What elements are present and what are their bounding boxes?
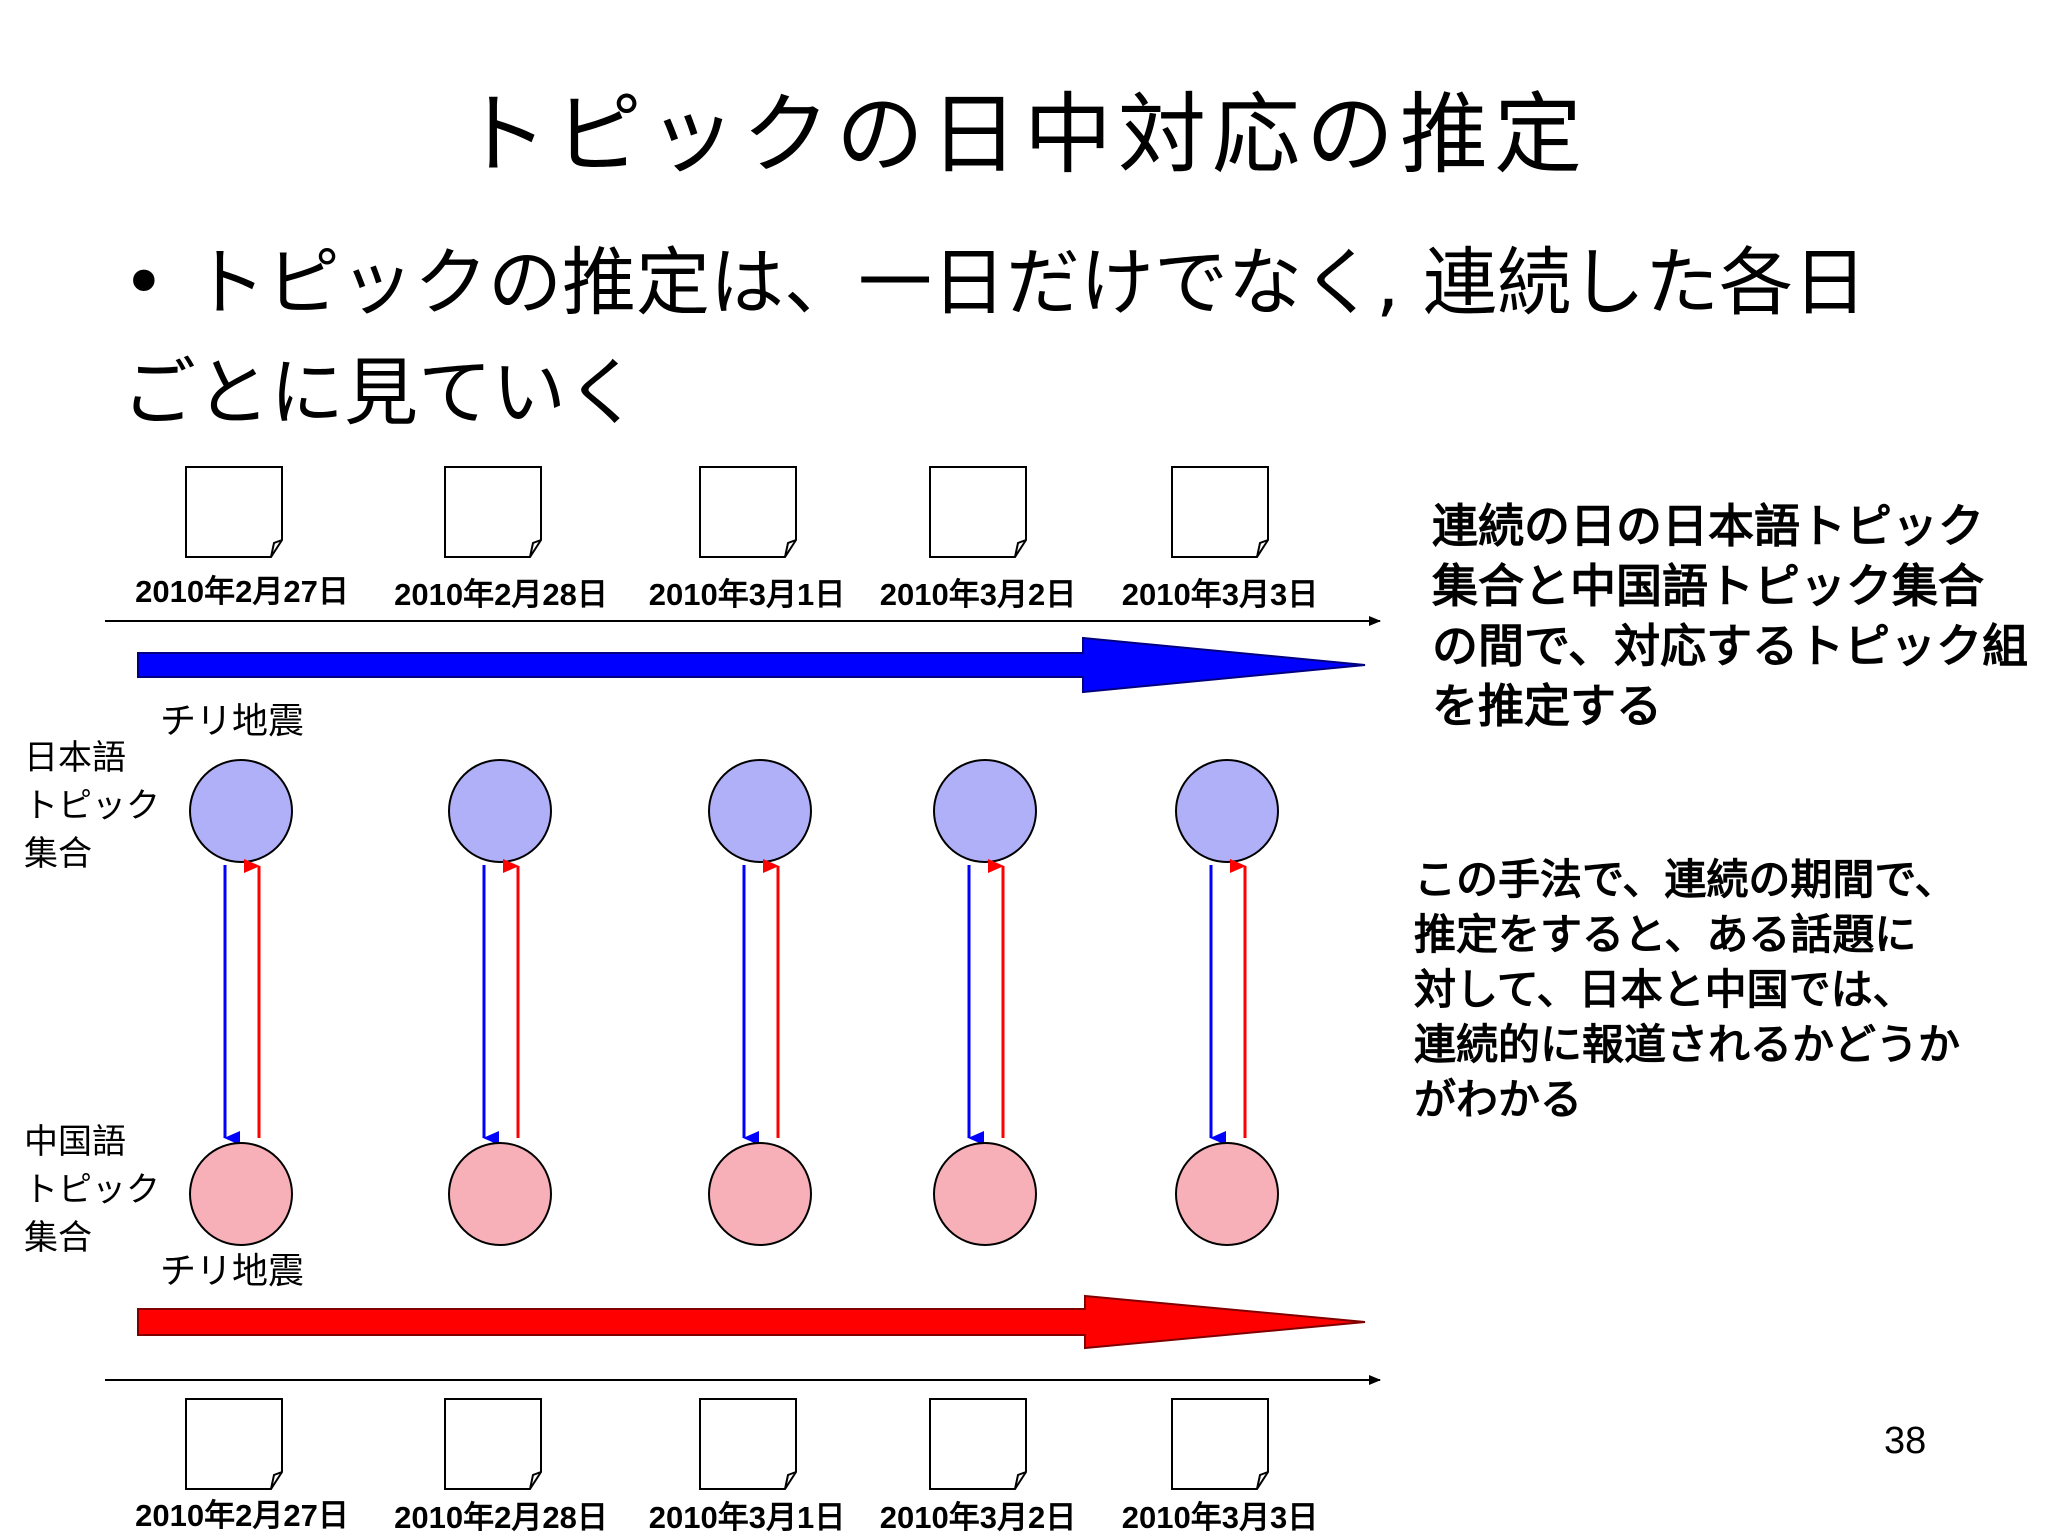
date-bottom-1: 2010年2月27日 (135, 1498, 349, 1533)
note-continuous-coverage: この手法で、連続の期間で、 推定をすると、ある話題に 対して、日本と中国では、 … (1414, 855, 1961, 1124)
japanese-node-2 (448, 759, 552, 863)
japanese-node-1 (189, 759, 293, 863)
document-icon-bottom-2 (444, 1398, 542, 1490)
chinese-node-3 (708, 1142, 812, 1246)
document-icon-top-5 (1171, 466, 1269, 558)
page-title: トピックの日中対応の推定 (459, 83, 1588, 186)
date-bottom-3: 2010年3月1日 (648, 1500, 846, 1535)
chinese-node-4 (933, 1142, 1037, 1246)
japanese-node-4 (933, 759, 1037, 863)
document-icon-top-4 (929, 466, 1027, 558)
japanese-node-5 (1175, 759, 1279, 863)
document-icon-top-1 (185, 466, 283, 558)
date-bottom-2: 2010年2月28日 (394, 1500, 608, 1535)
document-icon-bottom-5 (1171, 1398, 1269, 1490)
japanese-node-3 (708, 759, 812, 863)
chinese-node-2 (448, 1142, 552, 1246)
bullet-dot-icon: • (122, 240, 166, 326)
topic-label-top: チリ地震 (160, 701, 305, 742)
page-number: 38 (1884, 1420, 1927, 1462)
date-top-4: 2010年3月2日 (879, 577, 1077, 612)
date-bottom-5: 2010年3月3日 (1121, 1500, 1319, 1535)
document-icon-top-3 (699, 466, 797, 558)
note-estimate-pairs: 連続の日の日本語トピック 集合と中国語トピック集合 の間で、対応するトピック組 … (1432, 499, 2029, 733)
document-icon-bottom-4 (929, 1398, 1027, 1490)
japanese-topic-arrow (137, 636, 1366, 694)
document-icon-bottom-3 (699, 1398, 797, 1490)
bullet-text-1: トピックの推定は、一日だけでなく, 連続した各日 (192, 240, 1868, 326)
date-top-5: 2010年3月3日 (1121, 577, 1319, 612)
chinese-node-5 (1175, 1142, 1279, 1246)
date-top-1: 2010年2月27日 (135, 574, 349, 609)
document-icon-top-2 (444, 466, 542, 558)
chinese-node-1 (189, 1142, 293, 1246)
bullet-line-2: ごとに見ていく (122, 350, 640, 436)
bullet-line-1: • トピックの推定は、一日だけでなく, 連続した各日 (122, 238, 1867, 328)
topic-label-bottom: チリ地震 (160, 1251, 305, 1292)
date-top-3: 2010年3月1日 (648, 577, 846, 612)
japanese-set-label: 日本語 トピック 集合 (24, 738, 160, 874)
document-icon-bottom-1 (185, 1398, 283, 1490)
chinese-topic-arrow (137, 1294, 1366, 1350)
chinese-set-label: 中国語 トピック 集合 (24, 1122, 160, 1258)
date-top-2: 2010年2月28日 (394, 577, 608, 612)
date-bottom-4: 2010年3月2日 (879, 1500, 1077, 1535)
